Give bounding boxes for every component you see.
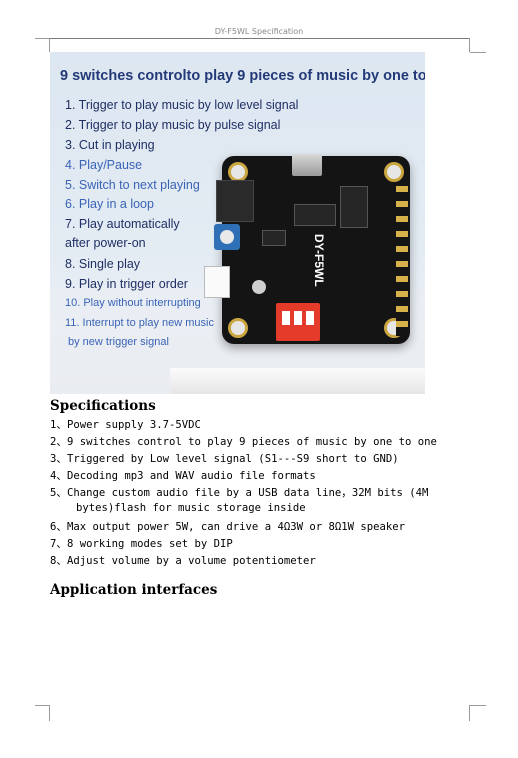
feature-item: 3. Cut in playing: [65, 138, 155, 152]
feature-item: 4. Play/Pause: [65, 158, 143, 172]
feature-item: 11. Interrupt to play new music: [65, 317, 214, 329]
feature-item: by new trigger signal: [68, 336, 169, 348]
feature-item: 2. Trigger to play music by pulse signal: [65, 118, 281, 132]
circuit-board: DY-F5WL: [204, 154, 410, 344]
feature-item: after power-on: [65, 236, 146, 250]
feature-item: 5. Switch to next playing: [65, 178, 200, 192]
main-chip: [294, 204, 336, 226]
product-image: 9 switches controlto play 9 pieces of mu…: [50, 52, 425, 394]
crop-mark-bottom-left-v: [49, 705, 50, 721]
crop-mark-bottom-right: [470, 705, 486, 706]
crop-mark-bottom-right-v: [469, 705, 470, 721]
mounting-hole: [228, 162, 248, 182]
feature-item: 10. Play without interrupting: [65, 297, 201, 309]
mounting-hole: [228, 318, 248, 338]
crop-mark-top-right: [470, 52, 486, 53]
crop-mark-top-left-v: [49, 38, 50, 52]
spec-item: 6、Max output power 5W, can drive a 4Ω3W …: [50, 521, 406, 533]
spec-item: 4、Decoding mp3 and WAV audio file format…: [50, 470, 316, 482]
header-rule: [50, 38, 470, 39]
spec-item: 8、Adjust volume by a volume potentiomete…: [50, 555, 316, 567]
feature-item: 1. Trigger to play music by low level si…: [65, 98, 299, 112]
dip-switch: [276, 303, 320, 341]
volume-potentiometer: [214, 224, 240, 250]
page-header-title: DY-F5WL Specification: [214, 27, 304, 36]
power-terminal: [204, 266, 230, 298]
mounting-hole: [384, 162, 404, 182]
crop-mark-top-left: [35, 38, 50, 39]
spec-item: bytes)flash for music storage inside: [76, 502, 306, 514]
audio-jack: [216, 180, 254, 222]
amp-chip: [262, 230, 286, 246]
feature-item: 7. Play automatically: [65, 217, 180, 231]
specifications-heading: Specifications: [50, 398, 156, 414]
pin-header: [396, 186, 408, 336]
spec-item: 1、Power supply 3.7-5VDC: [50, 419, 201, 431]
usb-port: [292, 154, 322, 176]
feature-item: 9. Play in trigger order: [65, 277, 188, 291]
feature-item: 8. Single play: [65, 257, 141, 271]
display-stand: [170, 368, 425, 394]
image-headline: 9 switches controlto play 9 pieces of mu…: [60, 68, 425, 84]
spec-item: 7、8 working modes set by DIP: [50, 538, 233, 550]
flash-chip: [340, 186, 368, 228]
feature-item: 6. Play in a loop: [65, 197, 154, 211]
spec-item: 5、Change custom audio file by a USB data…: [50, 487, 429, 499]
application-heading: Application interfaces: [50, 582, 218, 598]
crop-mark-bottom-left: [35, 705, 50, 706]
board-label: DY-F5WL: [312, 234, 326, 287]
spec-item: 3、Triggered by Low level signal (S1---S9…: [50, 453, 399, 465]
capacitor: [252, 280, 266, 294]
crop-mark-top-right-v: [469, 38, 470, 52]
spec-item: 2、9 switches control to play 9 pieces of…: [50, 436, 437, 448]
